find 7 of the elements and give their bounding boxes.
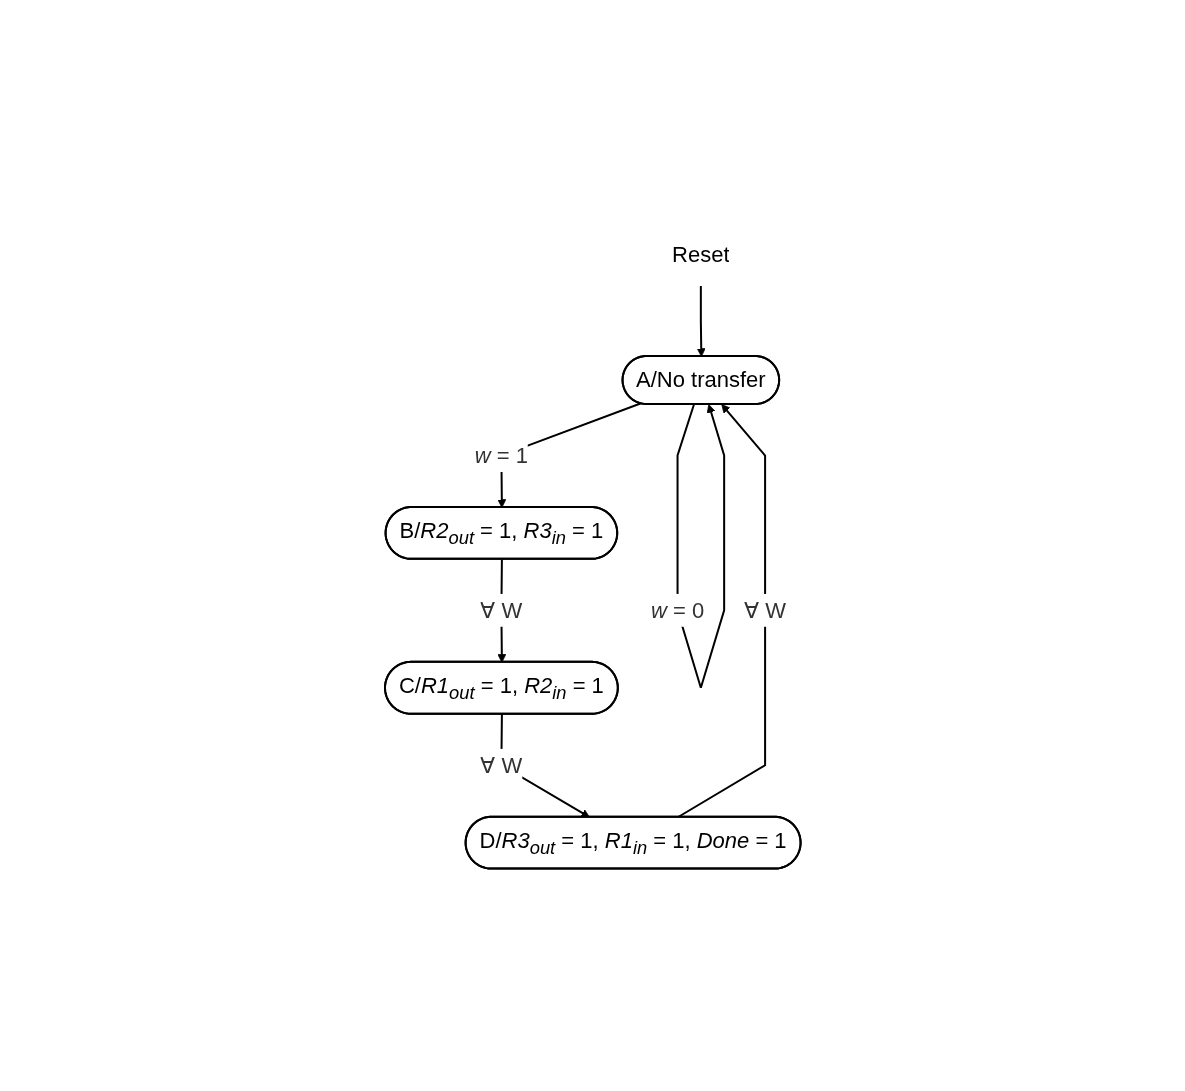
edge-label: w = 0 [650,597,704,623]
edge-label: ∀ W [480,597,523,623]
edge-label: ∀ W [480,752,523,778]
arrow [696,284,706,357]
edge-label: ∀ W [743,597,786,623]
edge-label: w = 1 [474,442,528,468]
node-text: Reset [671,241,730,267]
